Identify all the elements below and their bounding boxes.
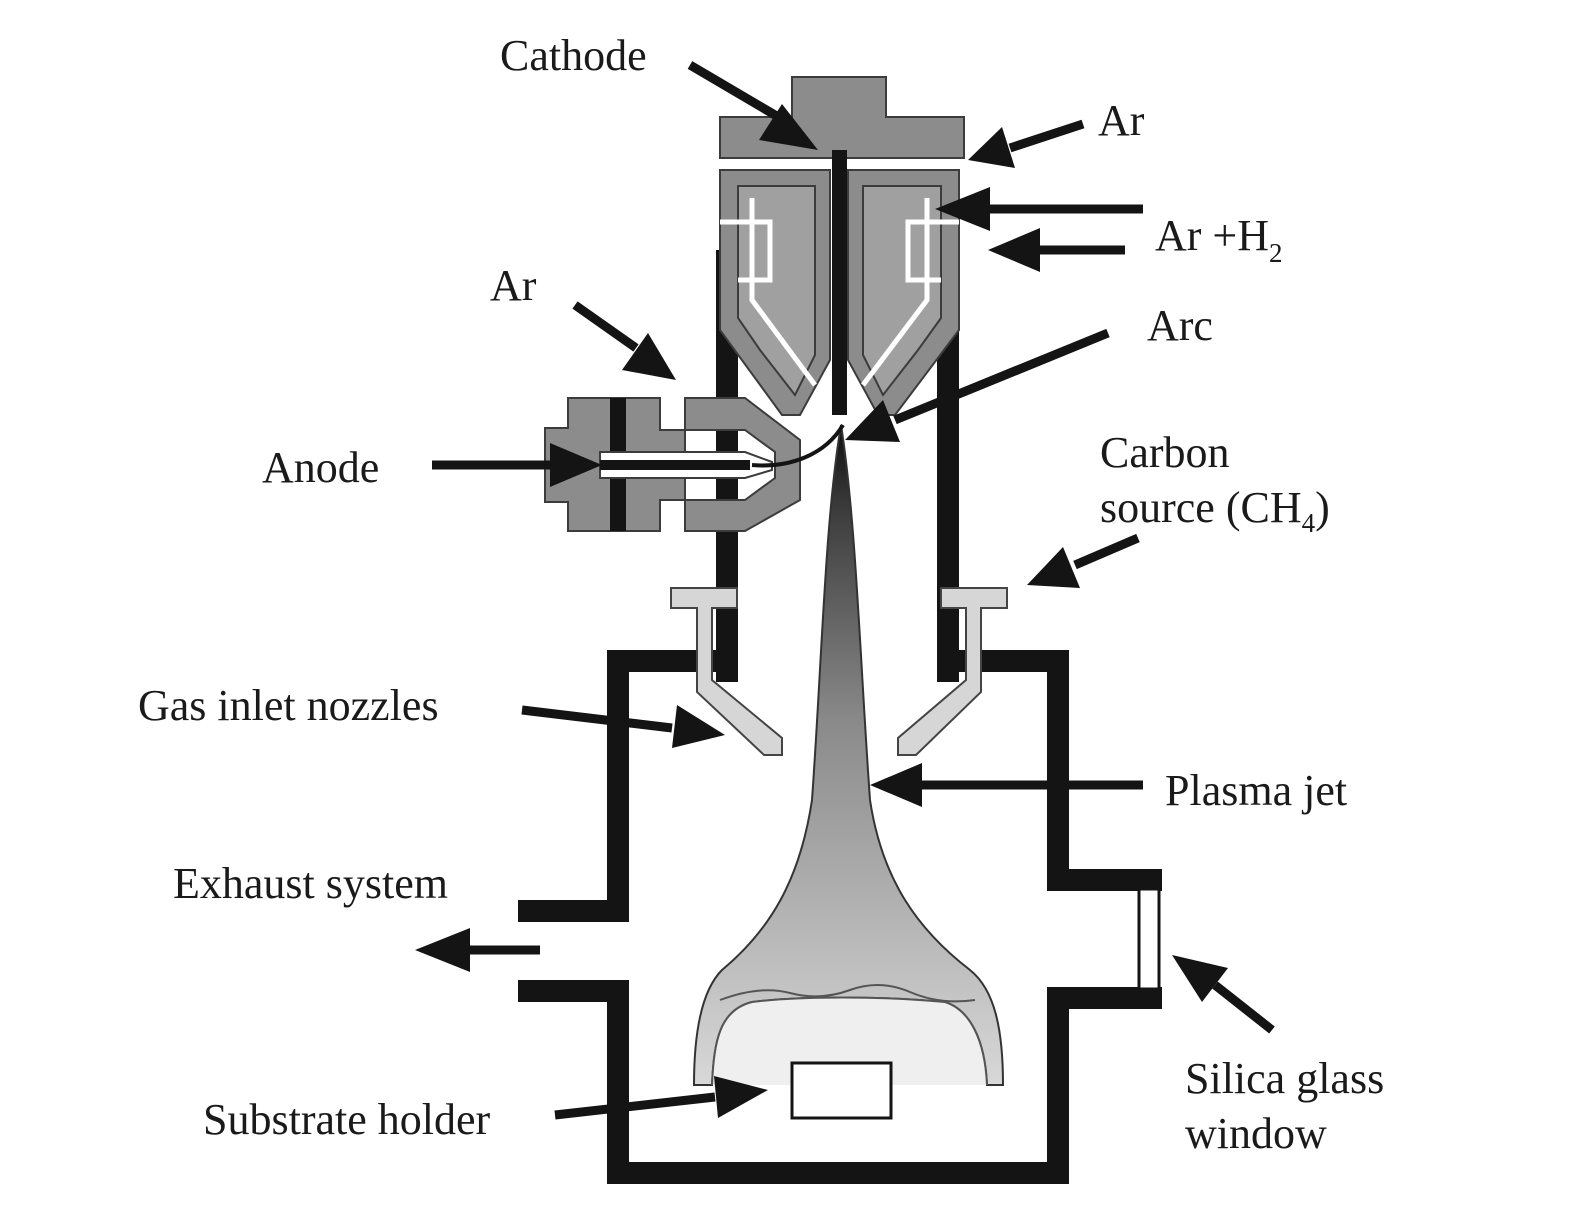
label-anode: Anode xyxy=(262,443,379,492)
cathode-assembly xyxy=(719,76,965,416)
chamber-wall xyxy=(518,650,1162,1184)
gas-channels xyxy=(720,198,959,387)
arrows xyxy=(415,61,1275,1120)
label-cathode: Cathode xyxy=(500,31,647,80)
silica-glass-window xyxy=(1137,887,1161,991)
label-gas-inlet: Gas inlet nozzles xyxy=(138,681,439,730)
label-ar-h2-main: Ar +H xyxy=(1155,211,1269,260)
anode-assembly xyxy=(544,397,801,532)
label-silica-line2: window xyxy=(1185,1109,1327,1158)
label-carbon-end: ) xyxy=(1315,483,1330,532)
label-arc: Arc xyxy=(1147,301,1213,350)
substrate-holder xyxy=(790,1061,893,1120)
label-plasma-jet: Plasma jet xyxy=(1165,766,1347,815)
label-silica-line1: Silica glass xyxy=(1185,1054,1384,1103)
label-carbon-sub: 4 xyxy=(1302,508,1316,538)
label-ar-left: Ar xyxy=(490,261,537,310)
plume-edge xyxy=(711,996,988,1086)
label-ar-top: Ar xyxy=(1098,96,1145,145)
label-carbon-line2: source (CH4) xyxy=(1100,483,1330,538)
cathode-rod xyxy=(832,150,847,415)
label-carbon-main: source (CH xyxy=(1100,483,1302,532)
label-exhaust: Exhaust system xyxy=(173,859,448,908)
label-ar-h2: Ar +H2 xyxy=(1155,211,1283,268)
arc-line xyxy=(751,423,845,468)
plume-crest xyxy=(719,984,976,1003)
label-carbon-line1: Carbon xyxy=(1100,428,1230,477)
gas-inlet-nozzle-left xyxy=(670,587,783,756)
label-ar-h2-sub: 2 xyxy=(1269,238,1283,268)
label-substrate: Substrate holder xyxy=(203,1095,491,1144)
gas-inlet-nozzle-right xyxy=(897,587,1008,756)
